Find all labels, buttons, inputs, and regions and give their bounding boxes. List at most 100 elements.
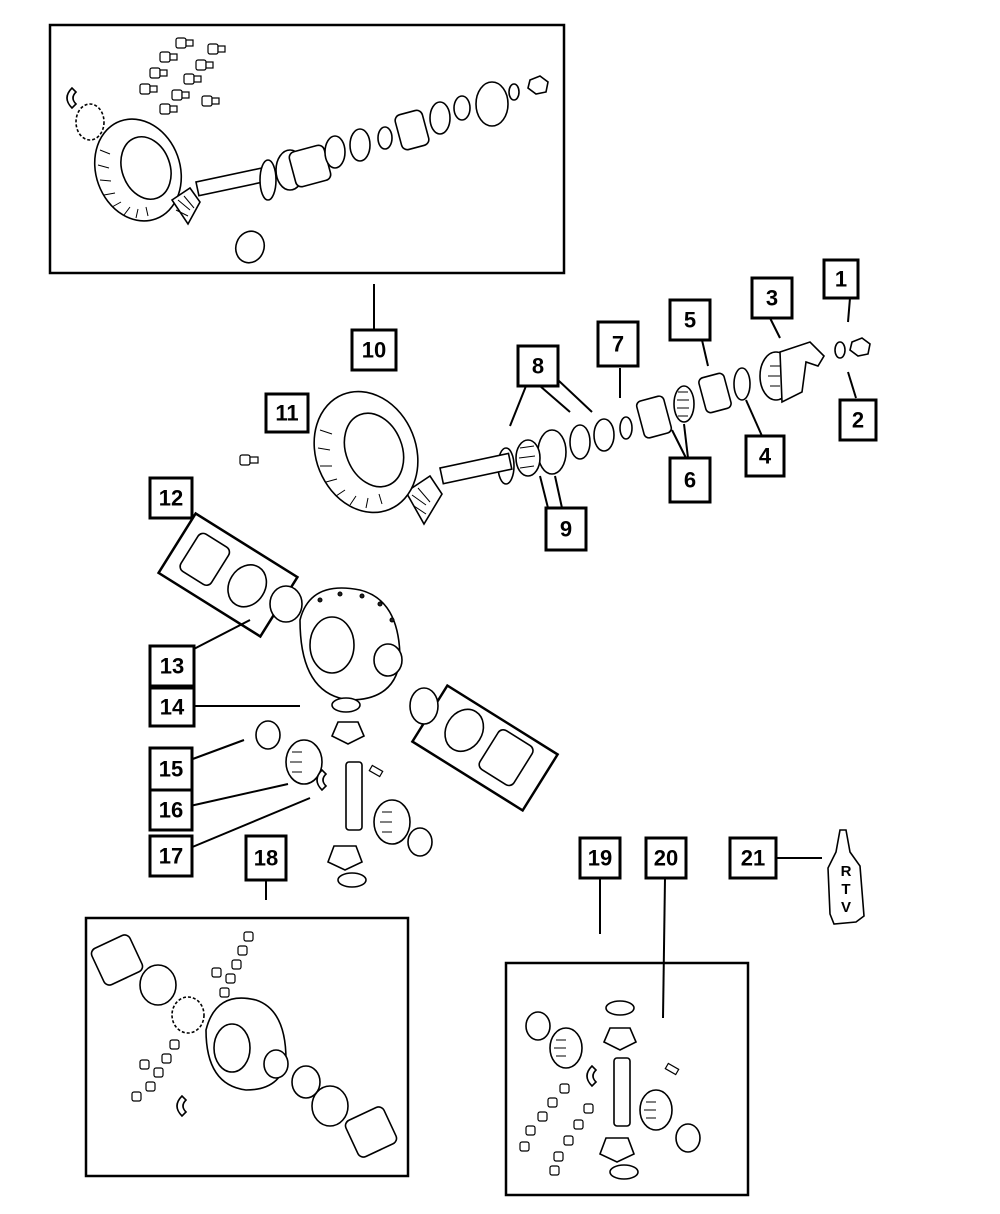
side-bearing-right	[444, 708, 534, 787]
front-bearing	[673, 385, 695, 423]
pinion-stack	[404, 337, 871, 526]
sealant-tube: R T V	[827, 829, 865, 925]
clip	[66, 86, 78, 110]
washer	[377, 126, 393, 150]
callout-12-label: 12	[159, 486, 183, 511]
callout-20-label: 20	[654, 846, 678, 871]
sealant-letter-v: V	[841, 899, 851, 916]
sealant-letter-r: R	[841, 863, 852, 880]
callout-7-label: 7	[612, 332, 624, 357]
callout-10-label: 10	[362, 338, 386, 363]
callout-14-label: 14	[160, 695, 185, 720]
ring-gear	[93, 118, 183, 222]
pinion-yoke	[759, 341, 826, 404]
collapsible-spacer	[619, 416, 633, 440]
callout-16: 16	[148, 788, 194, 832]
sealant-letter-t: T	[841, 881, 850, 898]
callout-1-label: 1	[835, 267, 847, 292]
callout-5-label: 5	[684, 308, 696, 333]
pinion-seal	[733, 367, 751, 401]
side-gear-washer	[255, 720, 281, 750]
callout-17: 17	[148, 834, 194, 878]
callout-12: 12	[148, 476, 194, 520]
shim-pack	[349, 128, 371, 162]
collapsible-spacer	[259, 159, 277, 201]
washer-small	[508, 83, 520, 101]
leader-lines	[187, 284, 857, 1019]
callout-13-label: 13	[160, 654, 184, 679]
pinion-nut	[527, 75, 549, 95]
callout-21-label: 21	[741, 846, 765, 871]
callout-1: 1	[822, 258, 860, 300]
gear-kit-contents	[66, 37, 549, 264]
thrust-washer-bottom	[337, 872, 367, 888]
side-bearing-left	[179, 532, 268, 608]
callout-3: 3	[750, 276, 794, 320]
callout-11: 11	[264, 392, 310, 434]
callout-13: 13	[148, 644, 196, 688]
callout-18: 18	[244, 834, 288, 882]
shim-inner	[569, 424, 591, 460]
front-bearing-cup	[635, 395, 673, 439]
callout-8: 8	[516, 344, 560, 388]
callout-11-label: 11	[275, 401, 298, 426]
slinger	[453, 95, 471, 121]
callout-15-label: 15	[159, 757, 183, 782]
callout-5: 5	[668, 298, 712, 342]
callout-16-label: 16	[159, 798, 183, 823]
baffle	[324, 135, 346, 169]
callout-2-label: 2	[852, 408, 864, 433]
front-bearing-cup	[394, 109, 430, 151]
pinion-mate-top	[330, 721, 366, 745]
ring-gear-bolt	[239, 454, 259, 466]
yoke-washer	[834, 341, 846, 359]
pinion-mate-bottom	[326, 845, 364, 871]
rear-bearing-cup	[537, 429, 567, 475]
callout-3-label: 3	[766, 286, 778, 311]
callout-20: 20	[644, 836, 688, 880]
lock-pin	[368, 764, 384, 778]
callout-14: 14	[148, 686, 196, 728]
callout-21: 21	[728, 836, 778, 880]
pinion-shaft-cross	[345, 761, 363, 831]
callout-7: 7	[596, 320, 640, 368]
callout-17-label: 17	[159, 844, 183, 869]
callout-8-label: 8	[532, 354, 544, 379]
shim	[75, 103, 105, 141]
rear-bearing	[515, 439, 541, 477]
case-kit-frame	[84, 916, 410, 1178]
callout-2: 2	[838, 398, 878, 442]
side-shim-right	[409, 687, 439, 725]
differential-gear-kit-frame	[504, 961, 750, 1197]
thrust-washer-top	[331, 697, 361, 713]
ring-gear-main	[313, 390, 419, 514]
callout-15: 15	[148, 746, 194, 792]
case-kit-contents	[90, 931, 398, 1158]
callout-4-label: 4	[759, 444, 772, 469]
ring-gear-bolts	[139, 37, 226, 115]
callout-19-label: 19	[588, 846, 612, 871]
callout-10: 10	[350, 328, 398, 372]
callout-18-label: 18	[254, 846, 278, 871]
differential-case	[299, 587, 403, 701]
yoke-nut	[849, 337, 871, 357]
callout-9-label: 9	[560, 517, 572, 542]
side-gear-right	[373, 799, 411, 845]
c-clip	[316, 768, 328, 792]
callout-6: 6	[668, 456, 712, 504]
callout-19: 19	[578, 836, 622, 880]
bearing-cup	[698, 372, 732, 414]
front-bearing	[429, 101, 451, 135]
callout-9: 9	[544, 506, 588, 552]
side-gear-washer-right	[407, 827, 433, 857]
gear-kit-frame	[48, 23, 566, 275]
side-shim-left	[269, 585, 303, 623]
pinion-gear	[170, 166, 269, 226]
callout-6-label: 6	[684, 468, 696, 493]
side-gear-left	[285, 739, 323, 785]
callout-4: 4	[744, 434, 786, 478]
pinion-seal	[475, 81, 509, 127]
pinion-shaft	[439, 452, 513, 485]
pinion-depth-shim	[234, 230, 266, 264]
